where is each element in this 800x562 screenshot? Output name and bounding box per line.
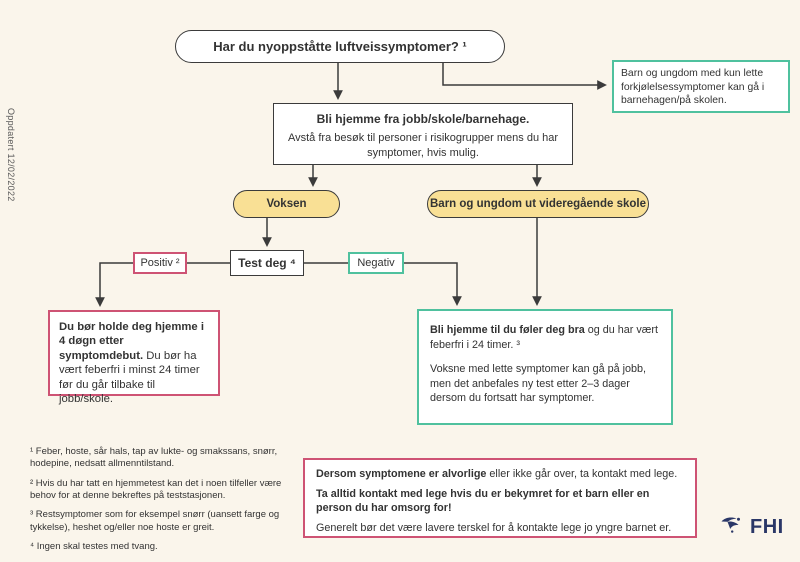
footnote-4: ⁴ Ingen skal testes med tvang. [30,541,158,553]
doctor-advice-box: Dersom symptomene er alvorlige eller ikk… [303,458,697,538]
positive-label-box: Positiv ² [133,252,187,274]
advice-line2-bold: Ta alltid kontakt med lege hvis du er be… [316,488,650,515]
negative-label-box: Negativ [348,252,404,274]
advice-line1: Dersom symptomene er alvorlige eller ikk… [316,467,684,481]
advice-line2: Ta alltid kontakt med lege hvis du er be… [316,487,684,515]
connector-start-to-sidenote [442,63,607,90]
positive-outcome-bold: Du bør holde deg hjemme i 4 døgn etter s… [59,321,204,362]
negative-outcome-rest: og du har vært feberfri i 24 timer. ³ [430,324,658,351]
updated-date-label: Oppdatert 12/02/2022 [6,108,16,202]
children-sidenote-text: Barn og ungdom med kun lette forkjølelse… [621,68,765,107]
stay-home-box: Bli hjemme fra jobb/skole/barnehage. Avs… [273,103,573,165]
test-yourself-label: Test deg ⁴ [238,256,296,270]
test-yourself-box: Test deg ⁴ [230,250,304,276]
advice-line1-rest: eller ikke går over, ta kontakt med lege… [489,468,678,480]
branch-children-label: Barn og ungdom ut videregående skole [430,198,646,210]
advice-line3: Generelt bør det være lavere terskel for… [316,522,672,535]
footnote-1: ¹ Feber, hoste, sår hals, tap av lukte- … [30,446,278,470]
advice-line1-bold: Dersom symptomene er alvorlige [316,468,487,480]
negative-outcome-body: Voksne med lette symptomer kan gå på job… [430,363,647,405]
connector-positive-to-outcome [95,262,133,307]
fhi-logo: FHI [720,513,784,542]
positive-outcome-box: Du bør holde deg hjemme i 4 døgn etter s… [48,310,220,405]
positive-outcome-body: Du bør ha vært feberfri i minst 24 timer… [59,349,200,406]
stay-home-body: Avstå fra besøk til personer i risikogru… [287,132,559,159]
footnote-3: ³ Restsymptomer som for eksempel snørr (… [30,509,280,533]
footnote-2: ² Hvis du har tatt en hjemmetest kan det… [30,477,282,502]
positive-label: Positiv ² [140,257,180,269]
stay-home-title: Bli hjemme fra jobb/skole/barnehage. [316,112,530,126]
fhi-logo-text: FHI [750,516,784,538]
footnotes-block: ¹ Feber, hoste, sår hals, tap av lukte- … [30,446,298,560]
connector-negative-to-outcome [404,262,462,306]
negative-label: Negativ [357,257,395,269]
branch-children-pill: Barn og ungdom ut videregående skole [427,190,649,218]
negative-outcome-bold: Bli hjemme til du føler deg bra [430,324,585,336]
branch-adult-pill: Voksen [233,190,340,218]
start-question-box: Har du nyoppståtte luftveissymptomer? ¹ [175,30,505,63]
fhi-bird-icon [720,513,746,542]
branch-adult-label: Voksen [266,198,307,210]
start-question-label: Har du nyoppståtte luftveissymptomer? ¹ [213,39,467,54]
negative-outcome-line1: Bli hjemme til du føler deg bra og du ha… [430,323,660,352]
negative-outcome-box: Bli hjemme til du føler deg bra og du ha… [417,309,673,425]
children-sidenote-box: Barn og ungdom med kun lette forkjølelse… [612,60,790,113]
